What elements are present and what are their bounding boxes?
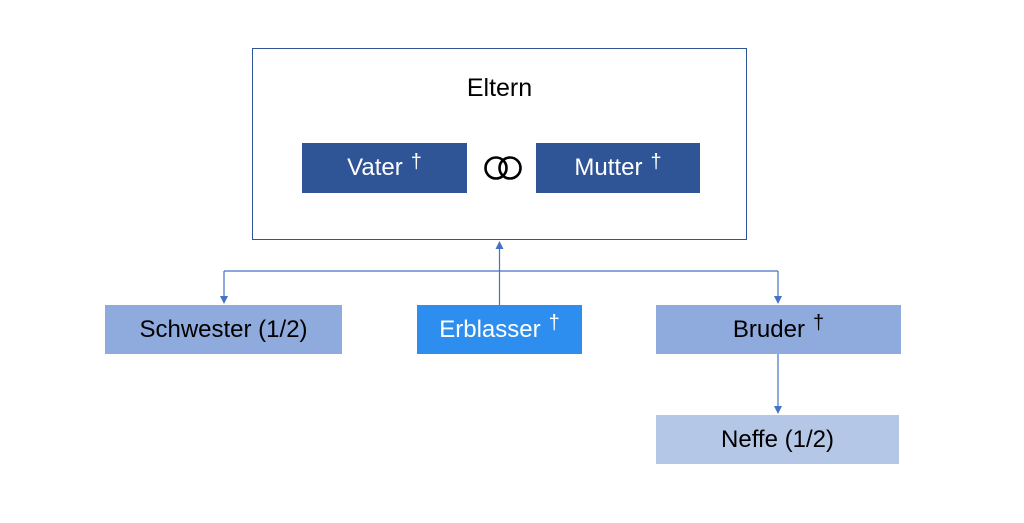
sister-label: Schwester (1/2) (139, 315, 308, 343)
father-deceased-mark: † (410, 150, 422, 173)
sister-node: Schwester (1/2) (105, 305, 342, 354)
father-node: Vater † (302, 143, 467, 193)
brother-label: Bruder (732, 315, 805, 343)
interlocking-rings-icon (484, 156, 522, 180)
nephew-node: Neffe (1/2) (656, 415, 899, 464)
brother-deceased-mark: † (812, 312, 825, 334)
mother-label: Mutter (574, 154, 643, 181)
father-label: Vater (347, 154, 403, 181)
nephew-label: Neffe (1/2) (721, 425, 834, 453)
deceased-mark: † (548, 312, 560, 334)
mother-deceased-mark: † (650, 150, 662, 173)
brother-node: Bruder † (656, 305, 901, 354)
mother-node: Mutter † (536, 143, 700, 193)
deceased-node: Erblasser † (417, 305, 582, 354)
parents-title: Eltern (466, 74, 533, 102)
deceased-label: Erblasser (439, 315, 541, 343)
